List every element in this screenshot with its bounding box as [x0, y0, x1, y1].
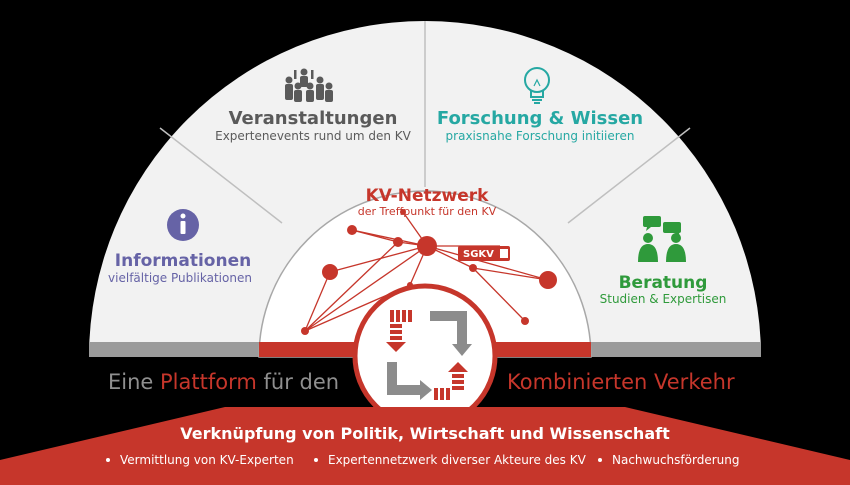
bullet-item: Vermittlung von KV-Experten	[120, 453, 294, 467]
beratung-title: Beratung	[619, 273, 708, 293]
bottom-title: Verknüpfung von Politik, Wirtschaft und …	[180, 424, 670, 443]
tagline-right: Kombinierten Verkehr	[507, 370, 735, 394]
segment-divider	[159, 127, 283, 224]
right-base-bar	[591, 342, 761, 357]
bullet-dot	[106, 458, 110, 462]
veranstaltungen-title: Veranstaltungen	[229, 108, 398, 129]
hub-circle	[352, 283, 498, 429]
bullet-item: Expertennetzwerk diverser Akteure des KV	[328, 453, 587, 467]
sgkv-badge-label: SGKV	[463, 249, 494, 260]
bullet-dot	[598, 458, 602, 462]
informationen-subtitle: vielfältige Publikationen	[108, 271, 252, 285]
beratung-subtitle: Studien & Expertisen	[600, 292, 727, 306]
network-subtitle: der Treffpunkt für den KV	[358, 205, 497, 218]
audience-icon	[285, 68, 333, 102]
sgkv-badge: SGKV	[458, 246, 510, 261]
lightbulb-icon	[524, 67, 550, 104]
tagline-part-1: Eine	[108, 370, 160, 394]
tagline-part-2: Plattform	[160, 370, 257, 394]
informationen-title: Informationen	[115, 251, 251, 271]
outer-semicircle	[89, 21, 761, 357]
bullet-item: Nachwuchsförderung	[612, 453, 739, 467]
network-title: KV-Netzwerk	[366, 186, 490, 206]
left-base-bar	[89, 342, 259, 357]
tagline-left: Eine Plattform für den	[108, 370, 339, 394]
consulting-chat-icon	[638, 216, 686, 262]
veranstaltungen-subtitle: Expertenevents rund um den KV	[215, 129, 412, 143]
segment-divider	[567, 127, 691, 224]
inner-semicircle	[258, 190, 592, 358]
info-icon	[167, 209, 199, 241]
forschung-title: Forschung & Wissen	[437, 108, 643, 129]
bottom-banner	[0, 407, 850, 485]
cycle-arrows-icon	[386, 310, 472, 400]
forschung-subtitle: praxisnahe Forschung initiieren	[446, 129, 635, 143]
tagline-part-3: für den	[257, 370, 339, 394]
bottom-bullets: Vermittlung von KV-Experten Expertennetz…	[106, 453, 739, 467]
network-nodes	[301, 209, 557, 335]
bullet-dot	[314, 458, 318, 462]
